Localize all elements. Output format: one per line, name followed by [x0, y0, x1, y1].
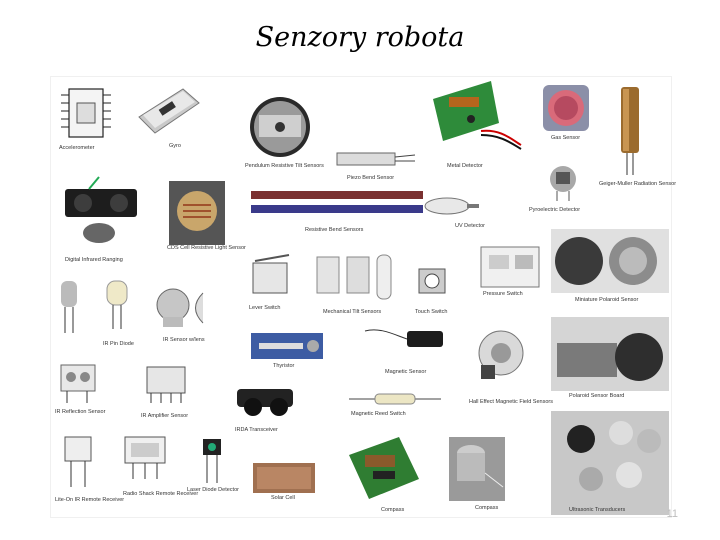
ir-reflection-sensor-image	[57, 361, 101, 405]
gas-sensor-image	[541, 83, 591, 133]
label-touch-switch: Touch Switch	[415, 309, 448, 315]
thyristor-image	[251, 333, 323, 359]
magnetic-reed-switch-image	[347, 391, 443, 407]
label-piezo-bend: Piezo Bend Sensor	[347, 175, 395, 181]
label-gas-sensor: Gas Sensor	[551, 135, 581, 141]
slide-title: Senzory robota	[255, 22, 465, 53]
mechanical-tilt-sensors-image	[313, 253, 403, 307]
label-mechanical-tilt: Mechanical Tilt Sensors	[323, 309, 382, 315]
metal-detector-image	[431, 79, 523, 151]
pressure-switch-image	[475, 241, 547, 295]
hall-effect-sensor-image	[475, 327, 527, 383]
polaroid-sensor-board-image	[551, 317, 669, 391]
ir-pin-diode-image	[57, 277, 137, 337]
gyro-image	[133, 83, 203, 138]
uv-detector-image	[417, 195, 481, 217]
label-digital-ir-ranging: Digital Infrared Ranging	[65, 257, 123, 263]
label-gyro: Gyro	[169, 143, 181, 149]
label-pressure-switch: Pressure Switch	[483, 291, 523, 297]
label-ir-sensor-lens: IR Sensor w/lens	[163, 337, 205, 343]
label-miniature-polaroid: Miniature Polaroid Sensor	[575, 297, 639, 303]
label-pyroelectric: Pyroelectric Detector	[529, 207, 581, 213]
laser-diode-detector-image	[197, 437, 227, 485]
solar-cell-image	[253, 463, 315, 493]
label-ir-pin-diode: IR Pin Diode	[103, 341, 134, 347]
label-ir-amplifier: IR Amplifier Sensor	[141, 413, 189, 419]
label-solar-cell: Solar Cell	[271, 495, 295, 501]
geiger-muller-image	[615, 85, 645, 177]
label-ultrasonic: Ultrasonic Transducers	[569, 507, 626, 513]
irda-transceiver-image	[231, 381, 303, 421]
digital-infrared-ranging-image	[59, 175, 143, 251]
sensor-collage: Accelerometer Gyro Pendulum Resistive Ti…	[50, 76, 676, 518]
label-radio-shack: Radio Shack Remote Receiver	[123, 491, 199, 497]
resistive-bend-sensors-image	[247, 189, 427, 219]
label-accelerometer: Accelerometer	[59, 145, 95, 151]
lite-on-ir-receiver-image	[61, 433, 95, 489]
accelerometer-chip-image	[57, 85, 115, 141]
label-polaroid-sensor-board: Polaroid Sensor Board	[569, 393, 625, 399]
cds-cell-image	[169, 181, 225, 245]
compass-board-image	[343, 433, 423, 503]
touch-switch-image	[415, 263, 449, 297]
label-geiger-muller: Geiger-Muller Radiation Sensor	[599, 181, 677, 187]
miniature-polaroid-sensor-image	[551, 229, 669, 293]
magnetic-sensor-image	[361, 323, 447, 355]
lever-switch-image	[249, 253, 293, 303]
label-cds-cell: CDS Cell Resistive Light Sensor	[167, 245, 246, 251]
pendulum-tilt-sensor-image	[243, 95, 317, 159]
radio-shack-receiver-image	[121, 433, 171, 481]
page-number: 11	[666, 508, 678, 520]
label-pendulum-tilt: Pendulum Resistive Tilt Sensors	[245, 163, 324, 169]
label-laser-diode: Laser Diode Detector	[187, 487, 239, 493]
label-thyristor: Thyristor	[273, 363, 295, 369]
ir-amplifier-sensor-image	[141, 361, 191, 405]
label-resistive-bend: Resistive Bend Sensors	[305, 227, 364, 233]
ir-sensor-lens-image	[149, 283, 237, 333]
compass-module-image	[449, 437, 505, 501]
label-compass-module: Compass	[475, 505, 499, 511]
label-metal-detector: Metal Detector	[447, 163, 483, 169]
label-irda-transceiver: IRDA Transceiver	[235, 427, 278, 433]
piezo-bend-sensor-image	[335, 149, 417, 169]
label-lever-switch: Lever Switch	[249, 305, 281, 311]
label-magnetic-reed: Magnetic Reed Switch	[351, 411, 406, 417]
ultrasonic-transducers-image	[551, 411, 669, 515]
label-ir-reflection: IR Reflection Sensor	[55, 409, 106, 415]
label-magnetic-sensor: Magnetic Sensor	[385, 369, 427, 375]
label-uv-detector: UV Detector	[455, 223, 485, 229]
label-compass-board: Compass	[381, 507, 405, 513]
label-lite-on: Lite-On IR Remote Receiver	[55, 497, 125, 503]
label-hall-effect: Hall Effect Magnetic Field Sensors	[469, 399, 553, 405]
pyroelectric-detector-image	[543, 163, 583, 203]
